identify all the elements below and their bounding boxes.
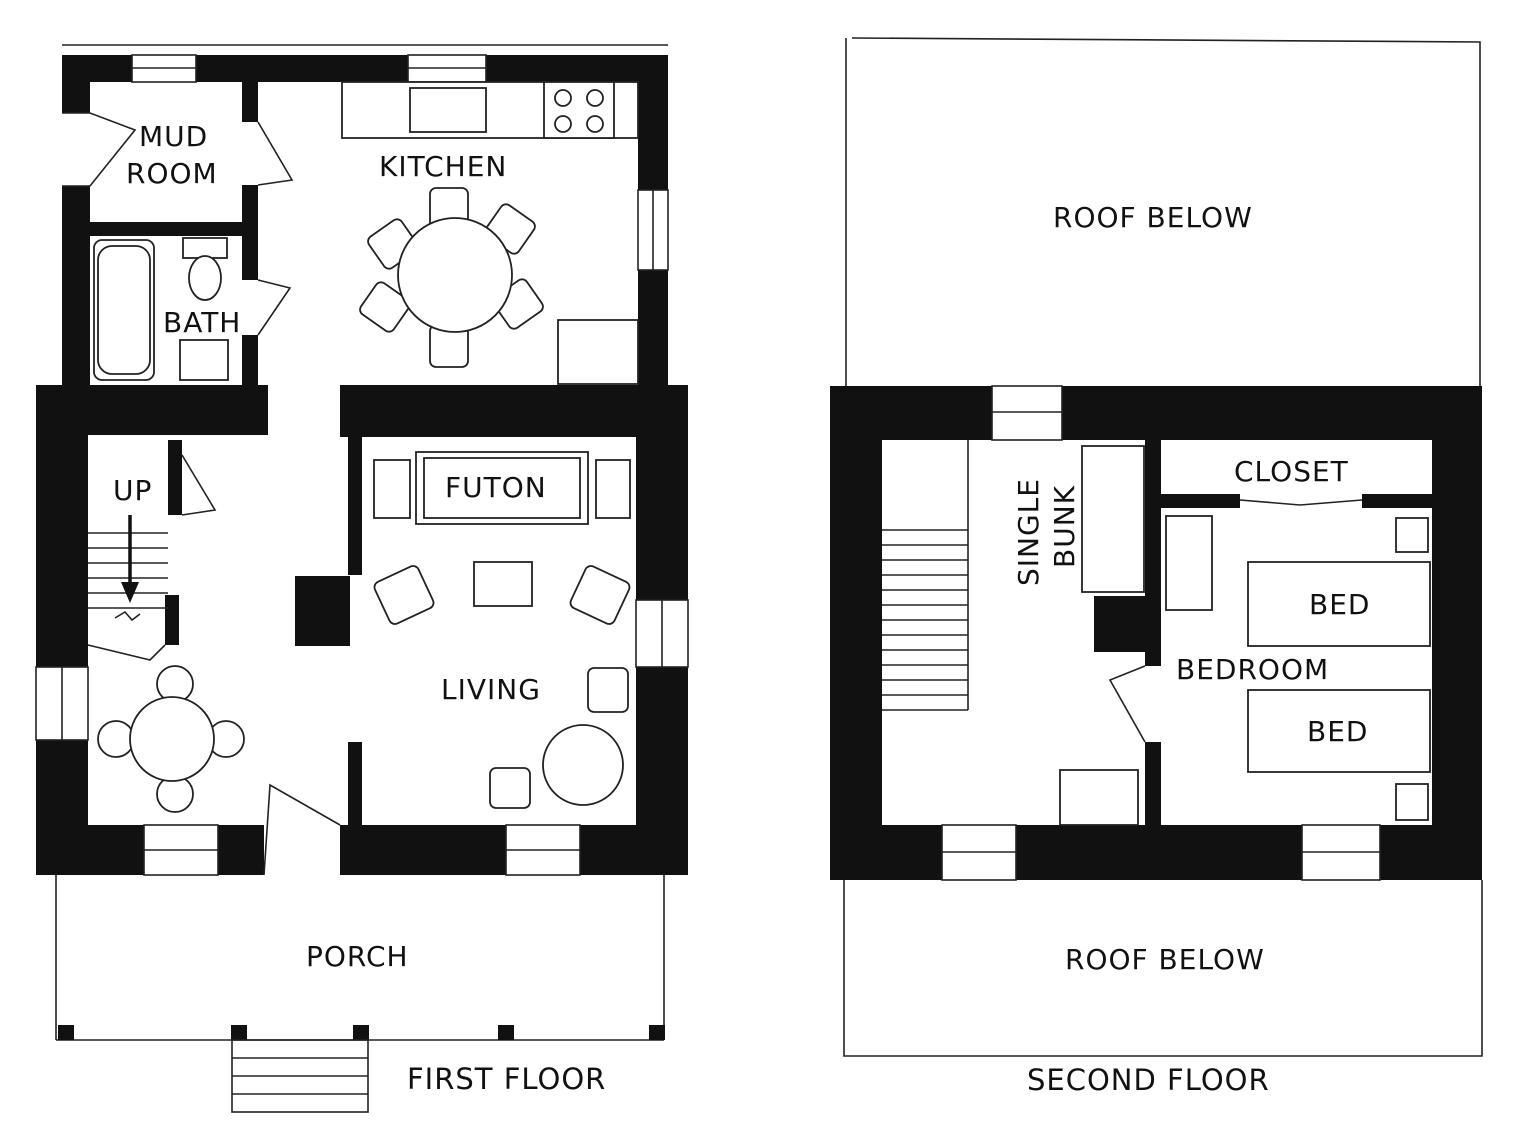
dresser	[1059, 769, 1139, 826]
arrow-down-icon	[121, 582, 139, 603]
kitchen-fixtures	[341, 81, 639, 385]
armchair	[569, 565, 631, 625]
first-floor-walls	[36, 55, 688, 875]
living-furniture	[373, 451, 631, 809]
single-bunk-label-line2: BUNK	[1048, 485, 1081, 568]
closet-label: CLOSET	[1234, 455, 1349, 488]
bed-1-label: BED	[1309, 588, 1370, 621]
second-floor-walls	[830, 386, 1482, 880]
bed-1	[1247, 561, 1431, 647]
kitchen-label: KITCHEN	[379, 150, 507, 183]
bath-fixtures	[93, 237, 229, 381]
roof-outline-bottom	[843, 880, 1483, 1057]
nightstand	[1395, 517, 1429, 553]
second-floor-plan: ROOF BELOW SINGLE BUNK CLOSET BED BEDROO…	[830, 37, 1483, 1097]
first-floor-doors	[62, 112, 341, 876]
single-bunk-label-line1: SINGLE	[1012, 478, 1045, 586]
end-table	[373, 459, 411, 519]
nightstand	[1395, 783, 1429, 821]
burner-icon	[586, 89, 604, 107]
roof-outline-top	[845, 37, 1481, 386]
hall-table	[97, 665, 245, 813]
futon-label: FUTON	[445, 471, 547, 504]
living-label: LIVING	[441, 673, 541, 706]
coffee-table	[473, 561, 533, 607]
up-label: UP	[113, 474, 152, 507]
toilet-bowl	[188, 255, 222, 301]
first-floor-stairs	[88, 515, 168, 622]
chair	[489, 767, 531, 809]
bed-2	[1247, 689, 1431, 773]
bedroom-label: BEDROOM	[1176, 653, 1329, 686]
mud-room-label-line1: MUD	[139, 120, 208, 153]
second-floor-title: SECOND FLOOR	[1027, 1063, 1270, 1097]
second-floor-furniture	[1059, 445, 1431, 826]
bath-sink	[179, 339, 229, 381]
second-floor-windows	[941, 385, 1381, 881]
bedroom-door	[1108, 665, 1146, 743]
burner-icon	[586, 115, 604, 133]
roof-below-bottom-label: ROOF BELOW	[1065, 943, 1265, 976]
bench	[1165, 515, 1213, 611]
burner-icon	[554, 89, 572, 107]
stove	[543, 81, 615, 139]
roof-below-top-label: ROOF BELOW	[1053, 201, 1253, 234]
bed-2-label: BED	[1307, 715, 1368, 748]
first-floor-title: FIRST FLOOR	[407, 1062, 606, 1096]
kitchen-sink	[409, 87, 487, 133]
single-bunk	[1081, 445, 1145, 593]
armchair	[373, 565, 435, 625]
chair	[587, 667, 629, 713]
kitchen-dining-table	[359, 187, 544, 368]
toilet-tank	[182, 237, 228, 259]
round-table	[542, 724, 624, 806]
mud-room-label-line2: ROOM	[126, 157, 218, 190]
closet-door	[1239, 499, 1363, 506]
second-floor-stairs	[882, 440, 969, 711]
first-floor-plan: MUD ROOM KITCHEN BATH UP FUTON LIVING PO…	[35, 44, 689, 1113]
end-table	[595, 459, 631, 519]
bath-label: BATH	[163, 306, 241, 339]
porch	[55, 875, 665, 1113]
porch-label: PORCH	[306, 940, 409, 973]
first-floor-windows	[35, 54, 689, 876]
burner-icon	[554, 115, 572, 133]
fridge	[557, 319, 639, 385]
